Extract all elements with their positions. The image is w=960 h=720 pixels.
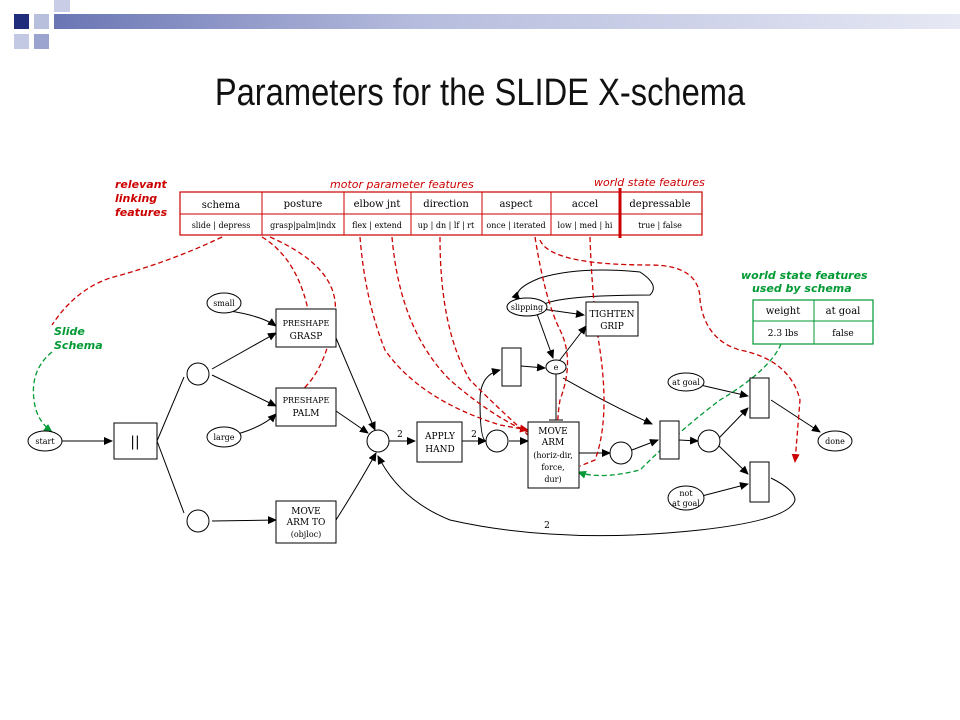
slide-label: Slide [54,325,85,338]
move-arm-to-box [275,500,337,544]
world-state-table [752,299,874,345]
tighten-grip-box [585,301,639,337]
preshape-palm-box [275,387,337,427]
tighten-text-2: GRIP [600,322,624,332]
node-not-at-goal [667,485,705,511]
move-arm-box [527,421,580,489]
corner-square-light [54,0,70,12]
header-accel: accel [572,199,598,210]
weight-two-c: 2 [544,521,550,531]
corner-square-medium [34,34,49,49]
preshape-grasp-text-2: GRASP [290,332,323,342]
move-arm-to-text-3: (objloc) [291,530,322,539]
value-depressable: true | false [638,221,682,230]
node-small [206,292,242,314]
header-weight: weight [766,306,801,317]
linking-label: linking [115,192,157,205]
header-aspect: aspect [499,199,532,210]
value-aspect: once | iterated [486,221,545,230]
place-goal [697,429,721,453]
header-depressable: depressable [629,199,690,210]
move-arm-text-2: ARM [541,438,565,448]
world-state-used-label-1: world state features [741,269,868,282]
weight-two-b: 2 [471,430,477,440]
not-at-goal-text-2: at goal [672,499,700,508]
features-label: features [115,206,168,219]
move-arm-text-1: MOVE [538,427,568,437]
start-text: start [35,437,55,446]
schema-label: Schema [54,339,103,352]
preshape-grasp-box [275,308,337,348]
preshape-palm-text-1: PRESHAPE [283,396,330,405]
node-done [817,430,853,452]
apply-hand-text-1: APPLY [424,432,456,442]
small-text: small [213,299,235,308]
apply-hand-text-2: HAND [425,445,454,455]
at-goal-text: at goal [672,378,700,387]
world-state-used-label-2: used by schema [752,282,852,295]
value-schema: slide | depress [192,221,251,230]
join-text: || [130,434,139,450]
place-upper [186,362,210,386]
corner-square-light [34,14,49,29]
corner-square-light [14,34,29,49]
transition-move [659,420,680,460]
move-arm-to-text-1: MOVE [291,507,321,517]
place-lower [186,509,210,533]
node-e [545,359,567,375]
transition-slip [501,347,522,387]
transition-not-at-goal [749,461,770,503]
node-large [206,426,242,448]
header-band [54,14,960,29]
value-elbow-jnt: flex | extend [352,221,402,230]
value-accel: low | med | hi [558,221,613,230]
apply-hand-box [416,421,463,463]
value-direction: up | dn | lf | rt [418,221,475,230]
node-slipping [506,297,548,317]
value-at-goal: false [832,329,854,339]
place-move [609,441,633,465]
e-text: e [554,363,559,372]
value-posture: grasp|palm|indx [270,221,336,230]
slipping-text: slipping [511,303,543,312]
header-at-goal: at goal [826,306,861,317]
corner-square-dark [14,14,29,29]
world-state-features-label: world state features [594,176,705,189]
slide-title: Parameters for the SLIDE X-schema [214,72,746,114]
place-merge [366,429,390,453]
transition-at-goal [749,377,770,419]
motor-parameter-features-label: motor parameter features [330,178,474,191]
move-arm-text-3: (horiz-dir, [533,451,573,460]
header-elbow-jnt: elbow jnt [354,199,401,210]
header-posture: posture [284,199,323,210]
header-direction: direction [423,199,469,210]
header-schema: schema [202,200,241,211]
move-arm-text-4: force, [541,463,564,472]
join-box [113,422,158,460]
feature-table [179,188,703,238]
preshape-palm-text-2: PALM [293,409,320,419]
node-start [27,430,63,452]
move-arm-text-5: dur) [544,475,561,484]
place-apply [485,429,509,453]
node-at-goal [667,372,705,392]
move-arm-to-text-2: ARM TO [286,518,326,528]
not-at-goal-text-1: not [679,489,693,498]
value-weight: 2.3 lbs [768,329,799,339]
large-text: large [213,433,234,442]
done-text: done [825,437,845,446]
relevant-label: relevant [115,178,168,191]
tighten-text-1: TIGHTEN [589,310,634,320]
preshape-grasp-text-1: PRESHAPE [283,319,330,328]
weight-two-a: 2 [397,430,403,440]
